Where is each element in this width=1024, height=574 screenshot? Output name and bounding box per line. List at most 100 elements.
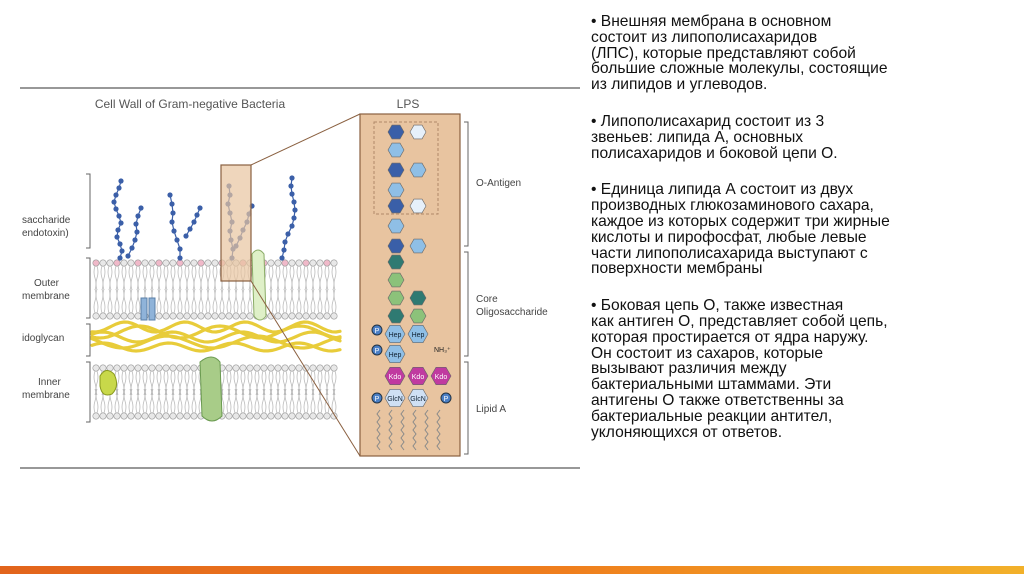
lps-sugar-bead bbox=[177, 246, 182, 251]
left-brackets bbox=[86, 174, 90, 422]
lipid-head bbox=[107, 260, 113, 266]
lps-sugar-bead bbox=[170, 210, 175, 215]
lps-sugar-bead bbox=[118, 220, 123, 225]
label-core-line2: Oligosaccharide bbox=[476, 307, 548, 318]
lipid-tail bbox=[257, 389, 259, 413]
lipid-head bbox=[324, 413, 330, 419]
lps-chains bbox=[111, 175, 297, 260]
lipid-tail bbox=[136, 266, 138, 290]
lipid-tail bbox=[171, 389, 173, 413]
lipid-tail bbox=[271, 289, 273, 313]
lps-sugar-bead bbox=[125, 253, 130, 258]
lipid-tail bbox=[143, 389, 145, 413]
phosphate-label: P bbox=[444, 396, 449, 403]
lipid-tail bbox=[115, 389, 117, 413]
lipid-tail bbox=[320, 266, 322, 290]
lipid-head bbox=[93, 260, 99, 266]
lipid-tail bbox=[269, 266, 271, 290]
lipid-head bbox=[100, 413, 106, 419]
lipid-tail bbox=[164, 389, 166, 413]
lps-sugar-bead bbox=[291, 199, 296, 204]
lipid-tail bbox=[250, 289, 252, 313]
lipid-tail bbox=[138, 389, 140, 413]
label-lps-line2: endotoxin) bbox=[22, 228, 69, 239]
lipid-tail bbox=[262, 389, 264, 413]
lipid-tail bbox=[178, 389, 180, 413]
lipid-head bbox=[184, 260, 190, 266]
lipid-head bbox=[289, 313, 295, 319]
lps-sugar-bead bbox=[129, 245, 134, 250]
lipid-head bbox=[107, 413, 113, 419]
lps-sugar-bead bbox=[282, 239, 287, 244]
lipid-tail bbox=[192, 266, 194, 290]
bullet-list: • Внешняя мембрана в основном состоит из… bbox=[591, 14, 1016, 461]
lipid-tail bbox=[332, 266, 334, 290]
lipid-tail bbox=[131, 289, 133, 313]
lipid-tail bbox=[187, 266, 189, 290]
lipid-tail bbox=[234, 289, 236, 313]
lps-sugar-bead bbox=[117, 255, 122, 260]
lipid-tail bbox=[208, 266, 210, 290]
lipid-tail bbox=[94, 389, 96, 413]
lipid-tail bbox=[96, 289, 98, 313]
lipid-head bbox=[310, 313, 316, 319]
lps-sugar-bead bbox=[138, 205, 143, 210]
lipid-tail bbox=[159, 389, 161, 413]
hep-sugar-label: Hep bbox=[389, 332, 402, 339]
inner-membrane-protein-small bbox=[100, 370, 117, 395]
lipid-head bbox=[191, 365, 197, 371]
lipid-tail bbox=[313, 289, 315, 313]
lipid-head bbox=[254, 365, 260, 371]
label-lipid-a: Lipid A bbox=[476, 404, 506, 415]
lipid-tail bbox=[271, 389, 273, 413]
outer-membrane-protein bbox=[252, 250, 266, 320]
lipid-tail bbox=[313, 266, 315, 290]
ammonium-label: NH₃⁺ bbox=[434, 347, 451, 354]
lipid-tail bbox=[129, 266, 131, 290]
lipid-tail bbox=[276, 389, 278, 413]
lipid-head bbox=[296, 413, 302, 419]
lipid-tail bbox=[129, 389, 131, 413]
lipid-tail bbox=[136, 389, 138, 413]
lipid-head bbox=[324, 260, 330, 266]
lipid-tail bbox=[306, 266, 308, 290]
lipid-tail bbox=[213, 289, 215, 313]
lipid-tail bbox=[269, 389, 271, 413]
lps-sugar-bead bbox=[177, 255, 182, 260]
lps-sugar-bead bbox=[167, 192, 172, 197]
lipid-tail bbox=[157, 266, 159, 290]
lipid-tail bbox=[297, 266, 299, 290]
lipid-tail bbox=[332, 389, 334, 413]
lipid-head bbox=[219, 313, 225, 319]
lps-sugar-bead bbox=[113, 192, 118, 197]
lipid-head bbox=[100, 365, 106, 371]
lipid-tail bbox=[194, 266, 196, 290]
lipid-tail bbox=[215, 266, 217, 290]
lipid-tail bbox=[94, 289, 96, 313]
lipid-tail bbox=[171, 289, 173, 313]
lipid-head bbox=[296, 365, 302, 371]
diagram-canvas: Cell Wall of Gram-negative Bacteria LPS … bbox=[20, 86, 580, 472]
lipid-tail bbox=[194, 389, 196, 413]
lipid-head bbox=[331, 260, 337, 266]
lipid-head bbox=[114, 365, 120, 371]
phosphate-label: P bbox=[375, 348, 380, 355]
lipid-tail bbox=[117, 289, 119, 313]
lipid-tail bbox=[194, 289, 196, 313]
lipid-tail bbox=[311, 289, 313, 313]
lipid-head bbox=[233, 313, 239, 319]
lipid-tail bbox=[103, 266, 105, 290]
lipid-head bbox=[135, 365, 141, 371]
lipid-tail bbox=[199, 289, 201, 313]
lipid-tail bbox=[290, 266, 292, 290]
lipid-tail bbox=[243, 289, 245, 313]
lipid-tail bbox=[180, 289, 182, 313]
lipid-head bbox=[247, 365, 253, 371]
lipid-tail bbox=[271, 266, 273, 290]
glcn-sugar-label: GlcN bbox=[387, 396, 403, 403]
label-core-line1: Core bbox=[476, 294, 498, 305]
lipid-head bbox=[289, 413, 295, 419]
lipid-head bbox=[156, 365, 162, 371]
lipid-head bbox=[170, 365, 176, 371]
lipid-tail bbox=[327, 266, 329, 290]
